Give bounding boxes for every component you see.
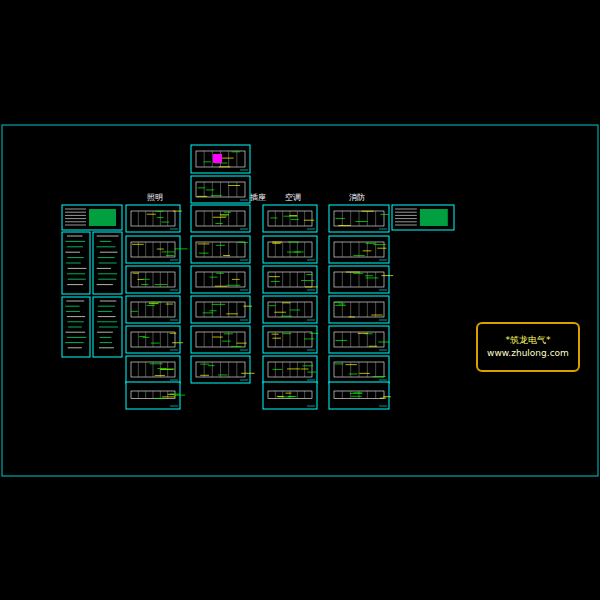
drawing-sheet: [263, 266, 318, 293]
drawing-sheet: [329, 205, 389, 232]
drawing-sheet: [191, 205, 250, 232]
drawing-sheet: [93, 232, 122, 294]
drawing-sheet: [329, 266, 393, 293]
drawing-sheet: [126, 296, 180, 323]
watermark-box: *筑龙电气*www.zhulong.com: [476, 322, 580, 372]
drawing-sheet: [191, 296, 252, 323]
drawing-sheet: [126, 205, 182, 232]
drawing-sheet: [126, 326, 183, 353]
drawing-sheet: [263, 356, 317, 383]
drawing-sheet: [329, 296, 389, 323]
drawing-sheet: [329, 382, 391, 409]
watermark-text: *筑龙电气*: [506, 334, 551, 348]
drawing-sheet: [126, 266, 180, 293]
drawing-sheet: [62, 297, 90, 357]
drawing-sheet: [93, 297, 122, 357]
drawing-sheet: [62, 205, 122, 230]
drawing-sheet: [191, 326, 250, 353]
drawing-sheet: [191, 236, 250, 263]
column-heading: 消防: [349, 194, 365, 202]
drawing-sheet: [392, 205, 454, 230]
column-heading: 插座: [250, 194, 266, 202]
drawing-sheet: [263, 296, 317, 323]
drawing-frame: [2, 125, 598, 476]
drawing-sheet: [126, 236, 188, 263]
watermark-text: www.zhulong.com: [487, 347, 569, 361]
drawing-sheet: [191, 266, 250, 293]
drawing-sheet: [263, 382, 317, 409]
column-heading: 照明: [147, 194, 163, 202]
drawing-sheet: [263, 205, 317, 232]
drawing-sheet: [263, 326, 318, 353]
drawing-sheet: [191, 145, 250, 173]
drawing-sheet: [263, 236, 317, 263]
drawing-sheet: [329, 326, 390, 353]
drawing-sheet: [191, 356, 255, 383]
drawing-sheet: [329, 356, 389, 383]
drawing-sheet: [191, 176, 250, 203]
drawing-sheet: [126, 356, 180, 383]
column-heading: 空调: [285, 194, 301, 202]
drawing-sheet: [62, 232, 90, 294]
drawing-sheet: [329, 236, 389, 263]
drawing-sheet: [126, 382, 185, 409]
